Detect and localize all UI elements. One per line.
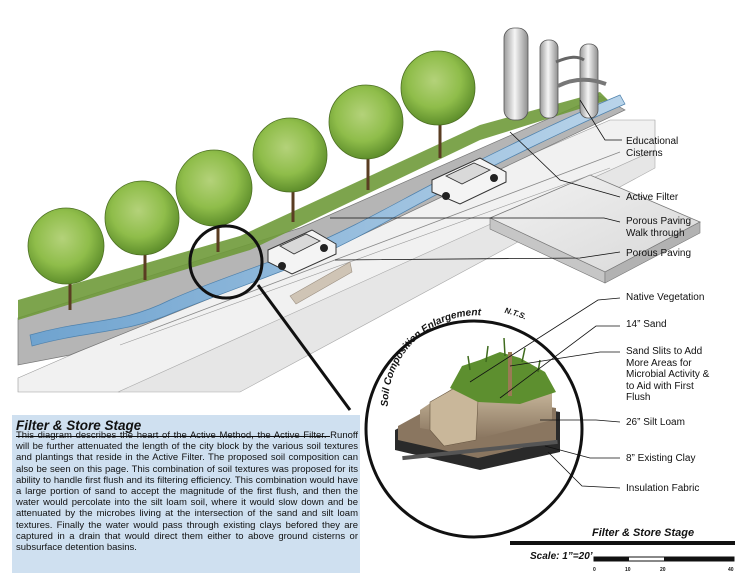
description-body: This diagram describes the heart of the … (16, 430, 358, 554)
stage-caption: Filter & Store Stage (592, 527, 695, 539)
scale-label: Scale: 1”=20’ (530, 551, 593, 562)
label-sand-slits: Sand Slits to Add More Areas for Microbi… (626, 346, 710, 403)
magnifier-connector (188, 224, 352, 411)
tree (328, 84, 404, 190)
car-upper (431, 157, 507, 205)
insulation-fabric-strip (402, 439, 558, 461)
scale-tick: 20 (660, 567, 666, 573)
curb-line-2 (119, 167, 611, 346)
label-active-filter: Active Filter (626, 192, 679, 203)
tree (27, 207, 105, 310)
label-26-silt-loam: 26” Silt Loam (626, 417, 685, 428)
scale-tick: 0 (593, 567, 596, 573)
tree (400, 50, 476, 158)
enlargement-nts: N.T.S. (504, 306, 528, 322)
scale-tick: 40 (728, 567, 734, 573)
magnifier-ring (188, 224, 264, 300)
grass-top (450, 352, 556, 404)
label-native-vegetation: Native Vegetation (626, 292, 705, 303)
description-panel (12, 415, 360, 573)
leader-lines-enlargement (469, 297, 621, 489)
flow-arrow (289, 261, 353, 305)
description-title: Filter & Store Stage (16, 418, 142, 433)
leader-lines-top (330, 99, 622, 261)
tree (252, 117, 328, 222)
planting-strip (18, 92, 608, 320)
car-lower (267, 229, 337, 275)
plaza-slab-side (604, 221, 701, 284)
cisterns-icon (503, 27, 607, 121)
soil-enlargement (364, 319, 584, 539)
scale-tick: 10 (625, 567, 631, 573)
scale-bar (510, 541, 735, 562)
label-14-sand: 14” Sand (626, 319, 667, 330)
label-porous-paving-walk: Porous Paving Walk through (626, 216, 692, 239)
label-porous-paving: Porous Paving (626, 248, 692, 259)
label-insulation-fabric: Insulation Fabric (626, 483, 700, 494)
tree (104, 180, 180, 280)
label-educational-cisterns: Educational Cisterns (626, 136, 679, 159)
water-channel (29, 94, 626, 347)
curb-line (149, 151, 621, 331)
tree (175, 149, 253, 252)
label-8-existing-clay: 8” Existing Clay (626, 453, 696, 464)
grass-blades (467, 337, 541, 373)
description-title-underline (16, 436, 330, 438)
tree-row (27, 50, 476, 310)
sand-slit (508, 352, 512, 396)
